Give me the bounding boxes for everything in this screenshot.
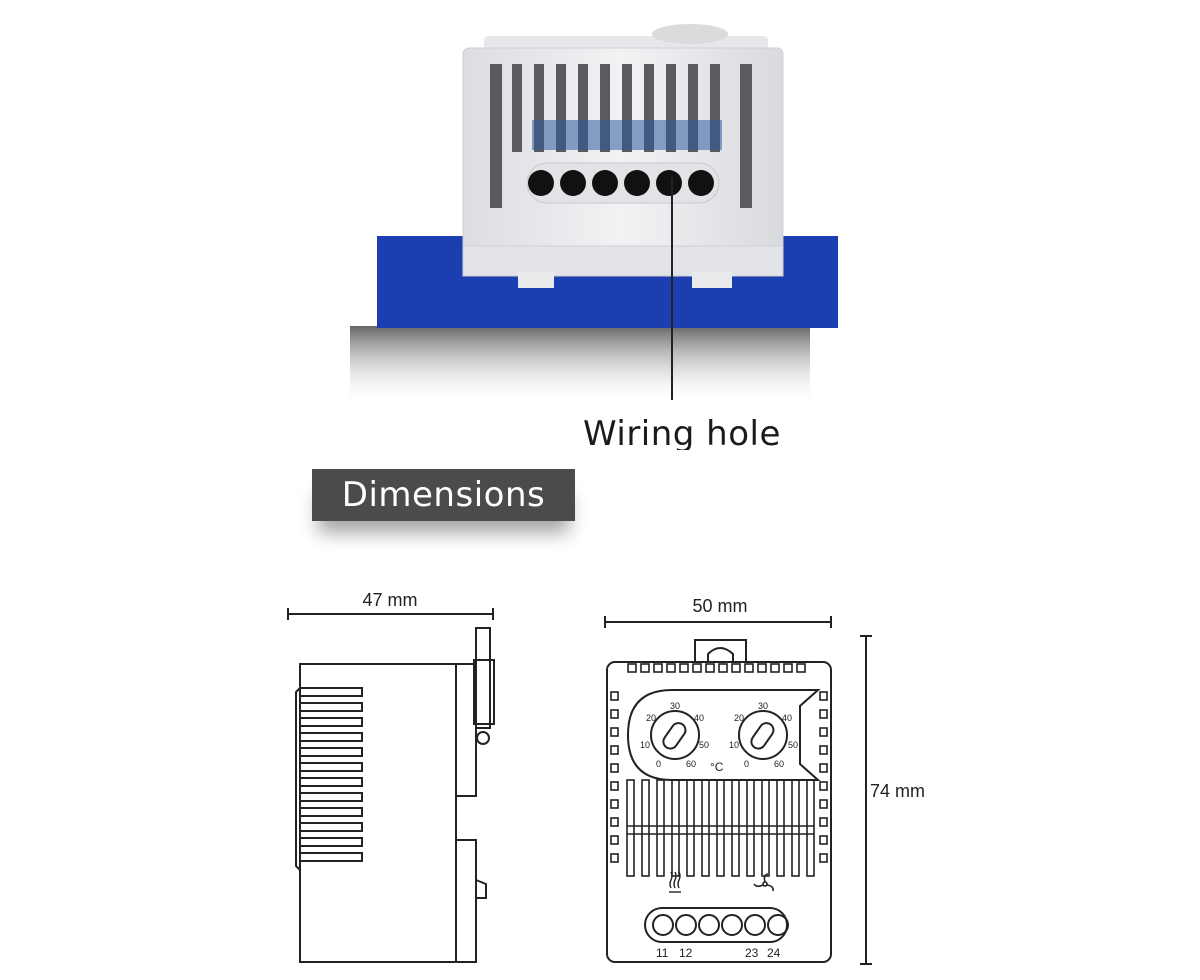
right-scale-10: 10	[729, 740, 739, 750]
left-scale-0: 0	[656, 759, 661, 769]
wiring-holes	[526, 162, 720, 204]
left-scale-50: 50	[699, 740, 709, 750]
height-dimension	[860, 635, 872, 965]
right-dial	[738, 710, 788, 760]
side-width-dimension	[287, 608, 494, 620]
housing-base	[462, 245, 784, 277]
right-scale-20: 20	[734, 713, 744, 723]
left-scale-60: 60	[686, 759, 696, 769]
right-scale-40: 40	[782, 713, 792, 723]
callout-line	[671, 178, 673, 400]
left-dial	[650, 710, 700, 760]
right-scale-50: 50	[788, 740, 798, 750]
heater-icon	[669, 871, 681, 893]
right-scale-60: 60	[774, 759, 784, 769]
height-label: 74 mm	[870, 781, 925, 801]
dimension-drawing: 47 mm 50 mm 74 mm	[287, 590, 925, 965]
terminal-label-11: 11	[656, 946, 669, 960]
temperature-unit: °C	[710, 760, 724, 774]
side-view	[295, 627, 495, 963]
terminal-label-12: 12	[679, 946, 693, 960]
housing-foot-2	[692, 272, 732, 288]
right-scale-0: 0	[744, 759, 749, 769]
left-scale-20: 20	[646, 713, 656, 723]
left-scale-10: 10	[640, 740, 650, 750]
terminal-label-24: 24	[767, 946, 781, 960]
dial-scales: 0 10 20 30 40 50 60 0 10 20 30 40 50 60 …	[640, 701, 798, 960]
terminal-label-23: 23	[745, 946, 759, 960]
front-view	[606, 639, 832, 963]
right-scale-30: 30	[758, 701, 768, 711]
front-width-label: 50 mm	[692, 596, 747, 616]
left-scale-30: 30	[670, 701, 680, 711]
product-photo	[350, 24, 838, 406]
fan-icon	[753, 873, 774, 892]
dimensions-title: Dimensions	[341, 475, 546, 515]
side-width-label: 47 mm	[362, 590, 417, 610]
housing-foot-1	[518, 272, 554, 288]
dial-knob-top	[652, 24, 728, 44]
dimensions-banner: Dimensions	[312, 469, 575, 521]
rail-shadow	[350, 326, 810, 406]
wiring-hole-label: Wiring hole	[583, 414, 781, 450]
left-scale-40: 40	[694, 713, 704, 723]
front-width-dimension	[604, 616, 832, 628]
vent-slots	[490, 64, 752, 208]
